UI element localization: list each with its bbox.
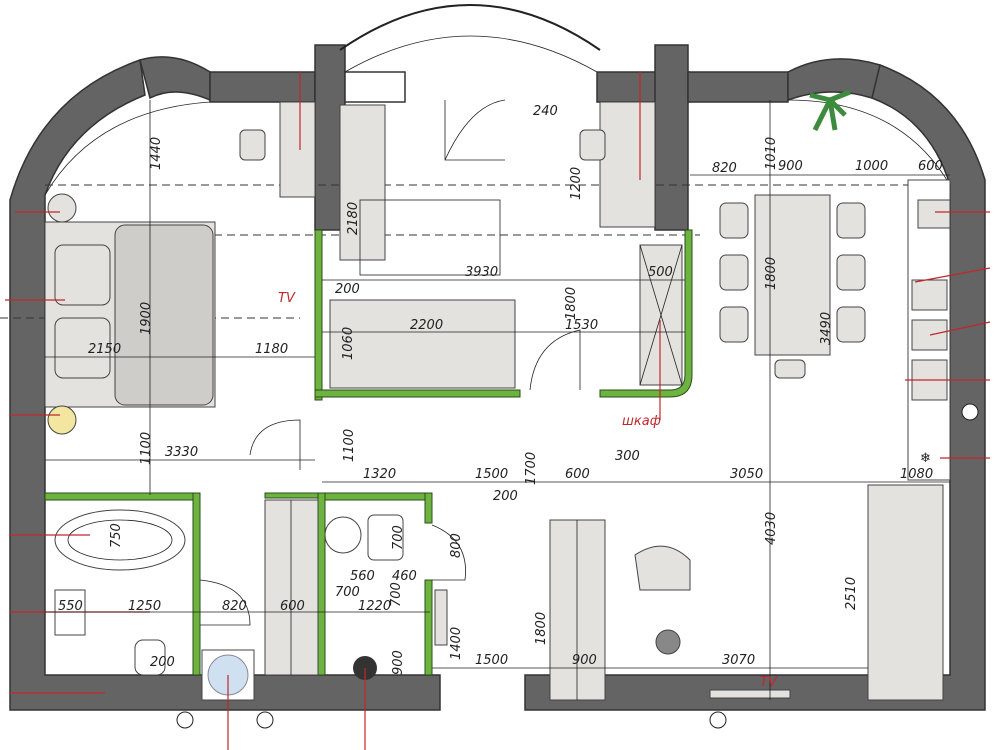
dim-label: 1220 [358,599,391,614]
dining-table [719,194,866,379]
sofa [867,484,944,701]
dim-label: 1700 [524,452,539,485]
rug-outline [359,199,501,276]
radiator-valves [176,403,979,729]
dim-label: 1320 [363,467,396,482]
nightstand-lamp [47,193,77,223]
dim-label: 1250 [128,599,161,614]
desk-living [339,104,386,261]
dim-label: 3050 [730,467,763,482]
dim-label: 1900 [139,302,154,335]
partition-walls [44,229,693,676]
dim-label: 2510 [844,577,859,610]
tv-label: TV [760,675,778,690]
dim-label: 800 [449,533,464,558]
dim-label: 1800 [534,612,549,645]
dim-label: 1440 [149,137,164,170]
dim-label: 300 [615,449,640,464]
dim-label: 500 [648,265,673,280]
dimension-labels: 1440 2180 240 1010 820 900 1000 600 1200… [58,104,943,675]
dim-label: 3070 [722,653,755,668]
dim-label: 1200 [569,167,584,200]
shoe-rack-corridor [264,499,319,676]
dim-label: 820 [712,161,737,176]
washbasin [324,516,362,554]
dim-label: 3330 [165,445,198,460]
dim-label: 560 [350,569,375,584]
side-table [655,629,681,655]
dim-label: 1800 [764,257,779,290]
dimension-lines [45,100,950,700]
dim-label: 1080 [900,467,933,482]
dim-label: 600 [565,467,590,482]
doors [199,99,581,626]
dim-label: 200 [335,282,360,297]
ceiling-lamp [47,405,77,435]
dim-label: 1100 [139,432,154,465]
kitchen-unit [907,179,951,481]
bed [44,221,216,408]
dim-label: 820 [222,599,247,614]
dim-label: 700 [391,525,406,550]
dim-label: 1500 [475,467,508,482]
dim-label: 700 [335,585,360,600]
radiator [434,589,448,646]
dim-label: 1800 [564,287,579,320]
dim-label: 4030 [764,512,779,545]
dim-label: 3490 [819,312,834,345]
dim-label: 200 [150,655,175,670]
dim-label: 1010 [764,137,779,170]
tv-label: TV [278,291,296,306]
dim-label: 1400 [449,627,464,660]
plant-icon [809,89,851,132]
dim-label: 2200 [410,318,443,333]
dim-label: 600 [280,599,305,614]
chair [579,129,606,161]
dim-label: 750 [109,523,124,548]
wardrobe-note: шкаф [622,414,661,429]
dim-label: 1500 [475,653,508,668]
shoe-rack-hall [549,519,606,701]
dim-label: 550 [58,599,83,614]
toilet-2 [367,514,404,561]
desk [279,101,316,198]
desk-right [599,101,656,228]
dim-label: 2150 [88,342,121,357]
dim-label: 3930 [465,265,498,280]
chair [239,129,266,161]
dim-label: 900 [572,653,597,668]
dim-label: 200 [493,489,518,504]
freezer-icon: ❄ [920,451,931,466]
sofa-bed [329,299,516,389]
dim-label: 600 [918,159,943,174]
dim-label: 1530 [565,318,598,333]
dim-label: 1100 [342,429,357,462]
dim-label: 240 [533,104,558,119]
toilet [134,639,166,676]
dim-label: 2180 [346,202,361,235]
bathtub [54,509,186,571]
dim-label: 700 [389,582,404,607]
dim-label: 460 [392,569,417,584]
tv-stand [709,689,791,699]
dim-label: 1180 [255,342,288,357]
dim-label: 900 [391,650,406,675]
dim-label: 1060 [341,327,356,360]
armchair [634,545,691,591]
dim-label: 900 [778,159,803,174]
dim-label: 1000 [855,159,888,174]
